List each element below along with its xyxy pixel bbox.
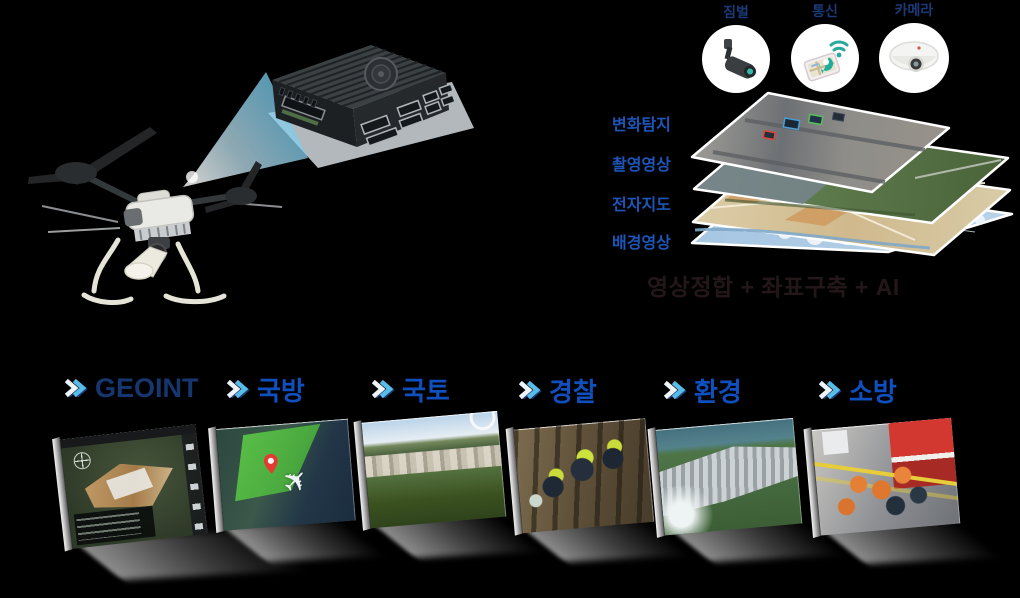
app-label: 소방	[849, 376, 897, 407]
double-chevron-icon	[64, 379, 88, 397]
double-chevron-icon	[226, 380, 250, 398]
component-label: 통신	[812, 3, 838, 19]
double-chevron-icon	[818, 381, 842, 399]
app-label: 환경	[694, 376, 742, 407]
panel-territory	[353, 410, 507, 531]
layer-label-captured-imagery: 촬영영상	[612, 157, 671, 174]
smartphone-comms-icon	[803, 40, 849, 82]
app-label: 국방	[257, 375, 305, 406]
location-pin-icon	[263, 453, 278, 474]
sd-slot	[281, 95, 326, 126]
double-chevron-icon	[371, 380, 395, 398]
map-layers-illustration	[690, 91, 1014, 257]
panel-fire	[803, 417, 961, 538]
app-heading-fire: 소방	[818, 377, 897, 407]
edge-ai-module	[272, 45, 456, 147]
gis-tool-strip	[181, 433, 208, 536]
layer-label-change-detection: 변화탐지	[612, 117, 671, 134]
component-comms: 통신	[789, 1, 861, 92]
app-heading-police: 경찰	[518, 377, 597, 407]
search-team-figures	[513, 418, 655, 534]
app-heading-territory: 국토	[371, 376, 450, 406]
double-chevron-icon	[663, 381, 687, 399]
component-label: 짐벌	[723, 4, 749, 20]
gis-analysis-screen	[60, 424, 208, 549]
panel-environment	[647, 417, 803, 538]
firefighter-figures	[811, 417, 961, 536]
dome-camera-icon	[889, 41, 939, 72]
gis-info-box	[74, 505, 157, 546]
app-label: GEOINT	[95, 372, 199, 403]
gis-top-bar	[60, 424, 197, 449]
gis-compass-control	[72, 451, 92, 471]
police-mountain-search	[513, 418, 655, 534]
layer-change-detection	[690, 91, 951, 194]
territory-3d-city	[361, 410, 507, 529]
layer-label-base-imagery: 배경영상	[612, 235, 671, 252]
panel-geoint	[52, 424, 208, 552]
app-heading-defense: 국방	[226, 376, 305, 406]
component-camera: 카메라	[878, 0, 950, 93]
double-chevron-icon	[518, 381, 542, 399]
app-heading-environment: 환경	[663, 377, 742, 407]
beam-glow	[186, 171, 198, 183]
spillway-splash	[660, 480, 748, 536]
layer-label-digital-map: 전자지도	[612, 197, 671, 214]
component-label: 카메라	[894, 2, 934, 18]
formula-text: 영상정합 + 좌표구축 + AI	[647, 274, 900, 300]
drone-module-illustration	[28, 45, 474, 305]
app-heading-geoint: GEOINT	[64, 372, 199, 403]
apartment-blocks	[364, 444, 502, 478]
landing-skids	[81, 237, 227, 305]
panel-police	[505, 418, 655, 536]
gimbal-camera-icon	[724, 39, 757, 79]
compass-ring	[468, 410, 497, 432]
app-label: 국토	[402, 375, 450, 406]
component-gimbal: 짐벌	[700, 2, 772, 93]
io-ports	[360, 83, 456, 147]
defense-radar-map: ✈	[216, 418, 356, 531]
environment-dam	[655, 417, 803, 536]
quadcopter-drone	[28, 127, 283, 305]
panel-defense: ✈	[208, 418, 356, 534]
fire-rescue-scene	[811, 417, 961, 536]
app-label: 경찰	[549, 376, 597, 407]
